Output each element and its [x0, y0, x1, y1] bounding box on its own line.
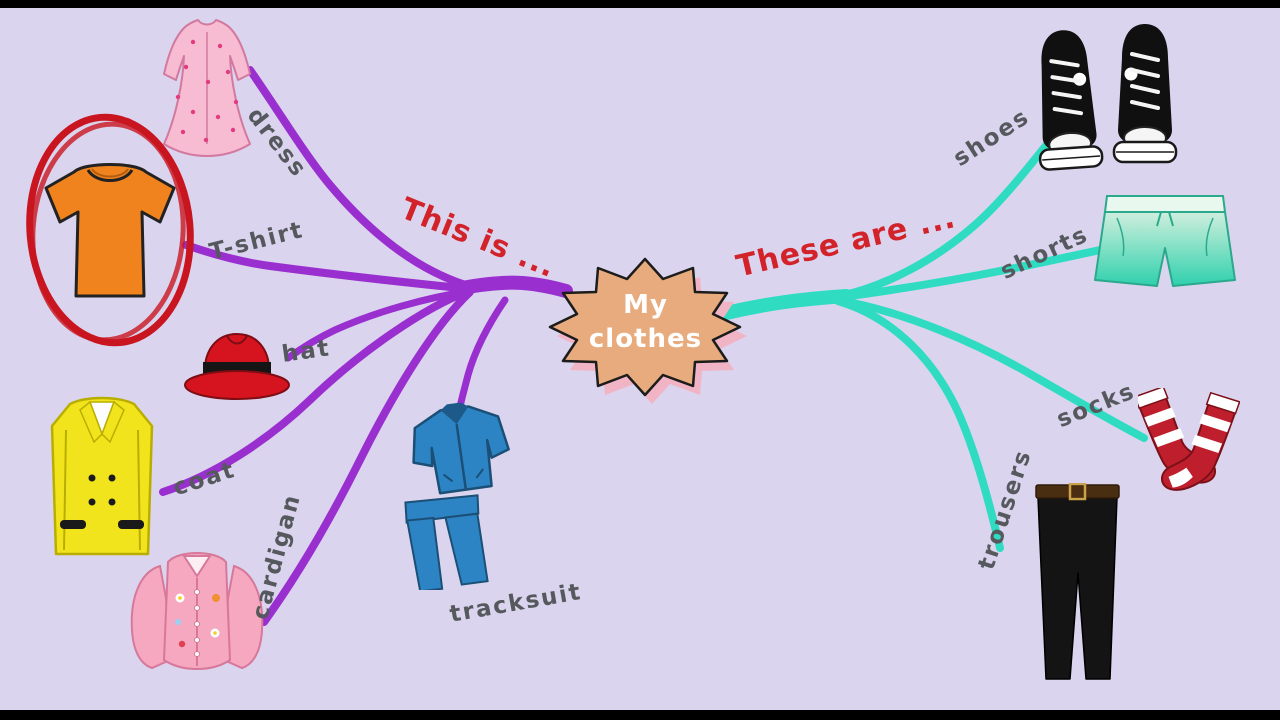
dress-icon	[163, 19, 251, 157]
hat-icon	[184, 332, 290, 400]
tshirt-icon	[26, 113, 194, 347]
center-title-line1: My	[623, 290, 668, 320]
branch-left-trunk	[455, 275, 573, 298]
branch-dress	[246, 66, 476, 291]
tracksuit-icon	[404, 402, 510, 590]
branch-hat	[284, 287, 474, 362]
branch-right-trunk	[719, 289, 853, 320]
center-title-line2: clothes	[588, 324, 703, 354]
red-circle-annotation	[26, 113, 194, 347]
branch-socks	[834, 296, 1148, 442]
branch-trousers	[834, 297, 1004, 552]
branch-shorts	[832, 246, 1104, 302]
letterbox-bottom	[0, 710, 1280, 720]
center-node	[548, 257, 747, 404]
center-node-shape	[548, 257, 742, 397]
letterbox-top	[0, 0, 1280, 8]
shoes-icon	[1038, 24, 1178, 171]
trousers-icon	[1035, 483, 1120, 680]
left-branches	[159, 66, 573, 626]
branch-tshirt	[182, 241, 474, 293]
shorts-icon	[1094, 195, 1236, 287]
socks-icon	[1138, 388, 1240, 491]
coat-icon	[50, 396, 154, 556]
branch-coat	[159, 287, 473, 496]
center-title: My clothes	[573, 288, 718, 356]
right-branches	[719, 139, 1148, 552]
branch-tracksuit	[456, 296, 509, 411]
cardigan-icon	[130, 552, 264, 670]
branch-cardigan	[260, 288, 474, 626]
branch-shoes	[832, 139, 1052, 301]
